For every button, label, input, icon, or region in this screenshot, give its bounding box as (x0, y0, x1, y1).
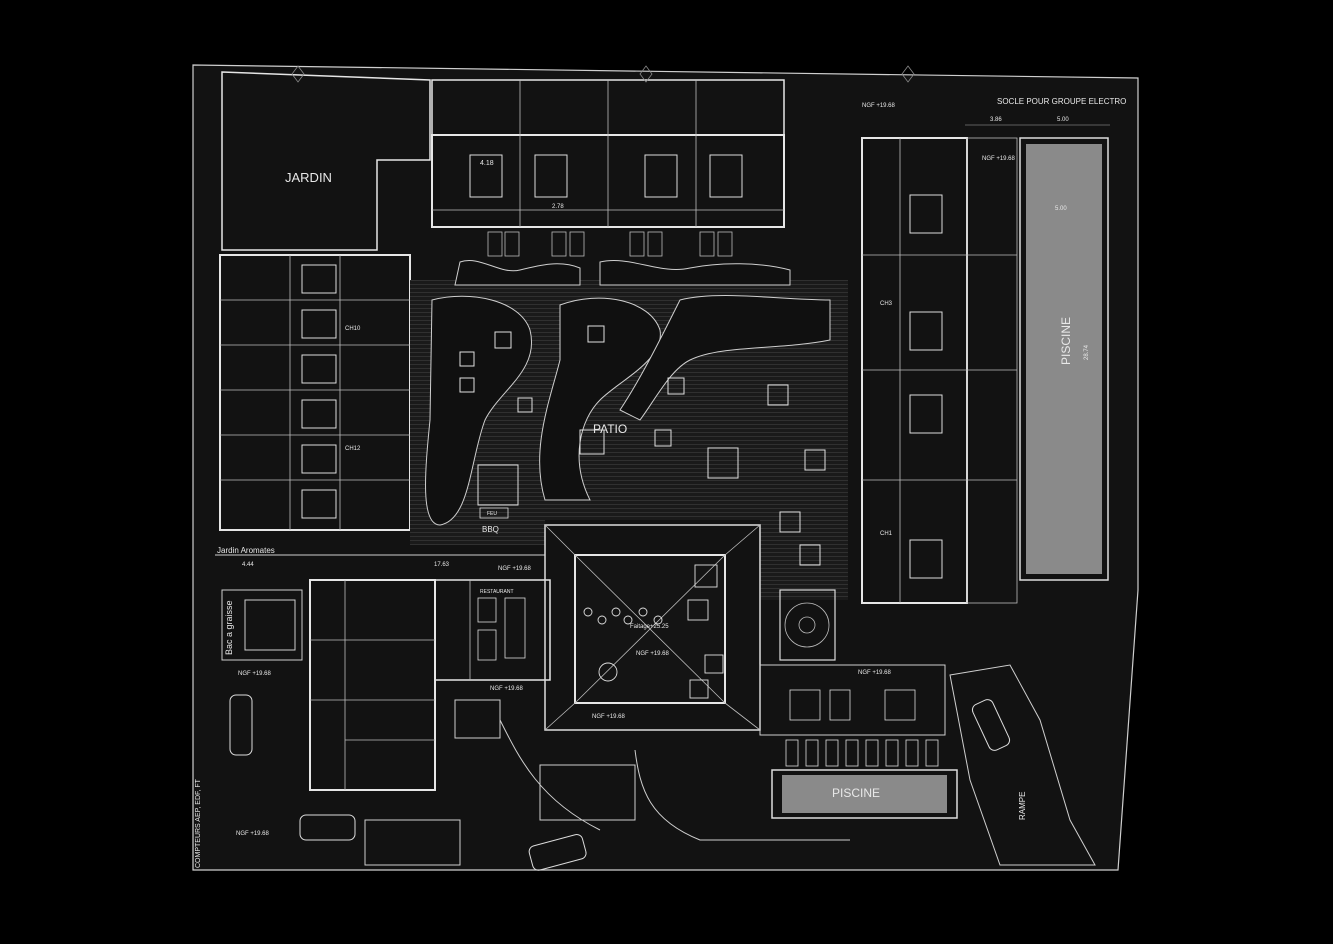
meters-label: COMPTEURS AEP, EDF, FT (195, 778, 202, 868)
restaurant-label: RESTAURANT (480, 589, 514, 595)
lower-terrace: NGF +19.68 (759, 664, 946, 767)
dimension-left-a: 4.44 (242, 562, 254, 568)
level-marker-lower: NGF +19.68 (858, 670, 892, 676)
parked-cars (229, 694, 1011, 871)
pool-width: 5.00 (1055, 206, 1067, 212)
restaurant-pavilion: Faitage+25.25 NGF +19.68 NGF +19.68 (544, 524, 761, 731)
dimension-top-b: 5.00 (1057, 117, 1069, 123)
level-marker-left: NGF +19.68 (238, 671, 272, 677)
room-ch10: CH10 (345, 326, 361, 332)
small-pool-label: PISCINE (832, 786, 880, 800)
entrance-area (364, 699, 850, 866)
room-dimension: 4.18 (480, 160, 494, 167)
generator-base-label: SOCLE POUR GROUPE ELECTRO (997, 97, 1126, 106)
level-marker-corridor: NGF +19.68 (592, 714, 626, 720)
main-pool-length: 28.74 (1084, 344, 1090, 360)
room-ch1: CH1 (880, 531, 893, 537)
main-pool: 5.00 PISCINE 28.74 (1019, 137, 1109, 581)
ramp-label: RAMPE (1018, 792, 1027, 820)
garden-label: JARDIN (285, 170, 332, 185)
level-marker-center: NGF +19.68 (490, 686, 524, 692)
grease-trap-label: Bac a graisse (224, 600, 234, 655)
garden-area: JARDIN (221, 71, 431, 251)
top-room-wing: 4.18 2.78 (431, 79, 785, 257)
level-marker-kitchen: NGF +19.68 (498, 566, 532, 572)
roof-ridge-level: Faitage+25.25 (630, 624, 669, 630)
herb-garden-label: Jardin Aromates (217, 546, 275, 555)
main-pool-label: PISCINE (1059, 317, 1073, 365)
grease-trap: Bac a graisse (221, 589, 303, 661)
right-room-wing: CH3 CH1 NGF +19.68 (861, 137, 1018, 604)
level-marker-top: NGF +19.68 (862, 103, 896, 109)
dimension-left-b: 17.63 (434, 562, 450, 568)
room-ch3: CH3 (880, 301, 893, 307)
bbq-label: BBQ (482, 525, 499, 534)
room-dimension-b: 2.78 (552, 204, 564, 210)
small-pool: PISCINE (771, 769, 958, 819)
dimension-top-a: 3.86 (990, 117, 1002, 123)
service-building: RESTAURANT NGF +19.68 NGF +19.68 (309, 566, 551, 791)
room-ch12: CH12 (345, 446, 361, 452)
level-marker-lobby: NGF +19.68 (636, 651, 670, 657)
staircase (779, 589, 836, 661)
fire-pit-label: FEU (487, 511, 497, 517)
level-marker-bottom-left: NGF +19.68 (236, 831, 270, 837)
grid-axis-markers (291, 65, 915, 83)
patio: PATIO FEU BBQ (410, 260, 848, 600)
patio-label: PATIO (593, 422, 627, 436)
level-marker-right: NGF +19.68 (982, 156, 1016, 162)
